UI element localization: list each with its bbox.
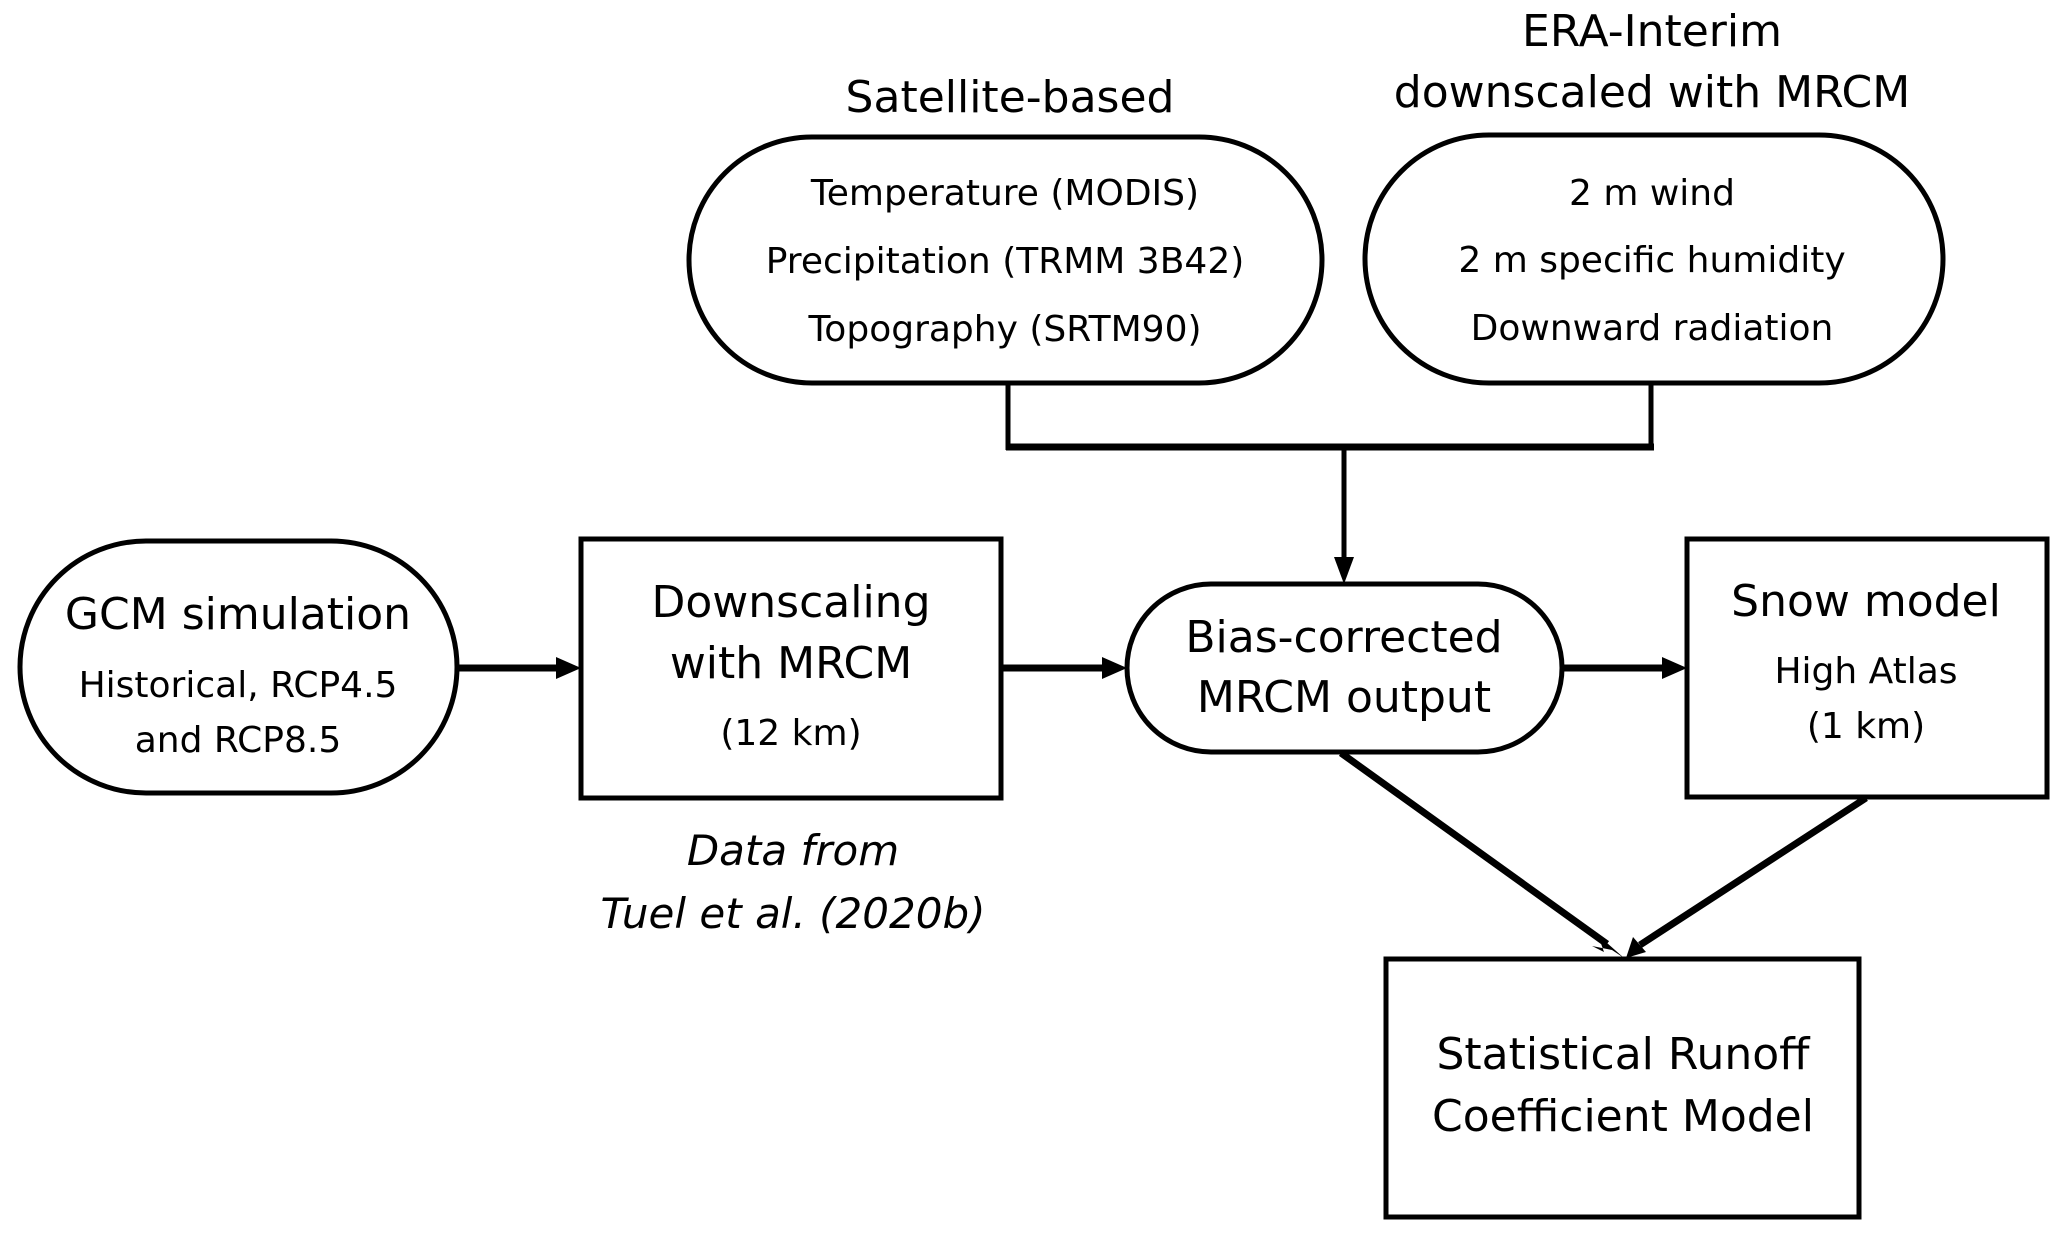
satellite-line-temperature: Temperature (MODIS) xyxy=(810,173,1199,214)
downscaling-note-line-1: Data from xyxy=(687,826,899,875)
gcm-node: GCM simulation Historical, RCP4.5 and RC… xyxy=(17,538,460,796)
era-node: 2 m wind 2 m specific humidity Downward … xyxy=(1362,132,1946,386)
gcm-title: GCM simulation xyxy=(65,589,411,640)
snow-line-region: High Atlas xyxy=(1774,651,1957,692)
downscaling-node: Downscaling with MRCM (12 km) xyxy=(578,536,1004,801)
bias-title-line-2: MRCM output xyxy=(1197,672,1491,723)
merge-connector xyxy=(1005,383,1654,584)
era-line-radiation: Downward radiation xyxy=(1471,308,1834,349)
bias-title-line-1: Bias-corrected xyxy=(1185,612,1502,663)
era-line-humidity: 2 m specific humidity xyxy=(1458,240,1845,281)
statistical-title-line-2: Coefficient Model xyxy=(1432,1091,1814,1142)
statistical-title-line-1: Statistical Runoff xyxy=(1437,1029,1812,1080)
snow-title: Snow model xyxy=(1731,576,2001,627)
snow-line-resolution: (1 km) xyxy=(1807,706,1925,747)
statistical-node-shape xyxy=(1383,956,1862,1220)
downscaling-title-line-1: Downscaling xyxy=(651,577,930,628)
bias-to-statistical-arrowhead xyxy=(1592,935,1624,958)
merge-arrowhead xyxy=(1334,557,1354,584)
downscaling-note-line-2: Tuel et al. (2020b) xyxy=(601,889,986,938)
bias-to-snow-arrow xyxy=(1562,657,1687,679)
satellite-group-header: Satellite-based xyxy=(846,72,1175,123)
era-line-wind: 2 m wind xyxy=(1569,173,1735,214)
era-node-shape xyxy=(1362,132,1946,386)
snow-node-shape xyxy=(1684,536,2050,800)
snow-node: Snow model High Atlas (1 km) xyxy=(1684,536,2050,800)
downscaling-resolution: (12 km) xyxy=(720,713,861,754)
satellite-node: Temperature (MODIS) Precipitation (TRMM … xyxy=(686,134,1325,386)
statistical-node: Statistical Runoff Coefficient Model xyxy=(1383,956,1862,1220)
satellite-line-precipitation: Precipitation (TRMM 3B42) xyxy=(766,241,1245,282)
snow-to-statistical-arrow xyxy=(1626,795,1868,958)
snow-to-statistical-arrowhead xyxy=(1626,937,1646,958)
gcm-to-downscaling-arrowhead xyxy=(556,657,581,679)
snow-to-statistical-line xyxy=(1638,795,1868,948)
gcm-line-scenarios: Historical, RCP4.5 xyxy=(79,665,398,706)
downscaling-to-bias-arrowhead xyxy=(1102,657,1127,679)
bias-node: Bias-corrected MRCM output xyxy=(1124,581,1565,755)
gcm-line-rcp85: and RCP8.5 xyxy=(135,720,342,761)
era-group-header-line-2: downscaled with MRCM xyxy=(1394,67,1910,118)
bias-node-shape xyxy=(1124,581,1565,755)
bias-to-statistical-arrow xyxy=(1338,750,1624,958)
downscaling-title-line-2: with MRCM xyxy=(670,638,912,689)
gcm-to-downscaling-arrow xyxy=(457,657,581,679)
bias-to-snow-arrowhead xyxy=(1662,657,1687,679)
satellite-line-topography: Topography (SRTM90) xyxy=(807,309,1201,350)
downscaling-to-bias-arrow xyxy=(1001,657,1127,679)
era-group-header-line-1: ERA-Interim xyxy=(1522,6,1782,57)
bias-to-statistical-line xyxy=(1338,750,1610,947)
